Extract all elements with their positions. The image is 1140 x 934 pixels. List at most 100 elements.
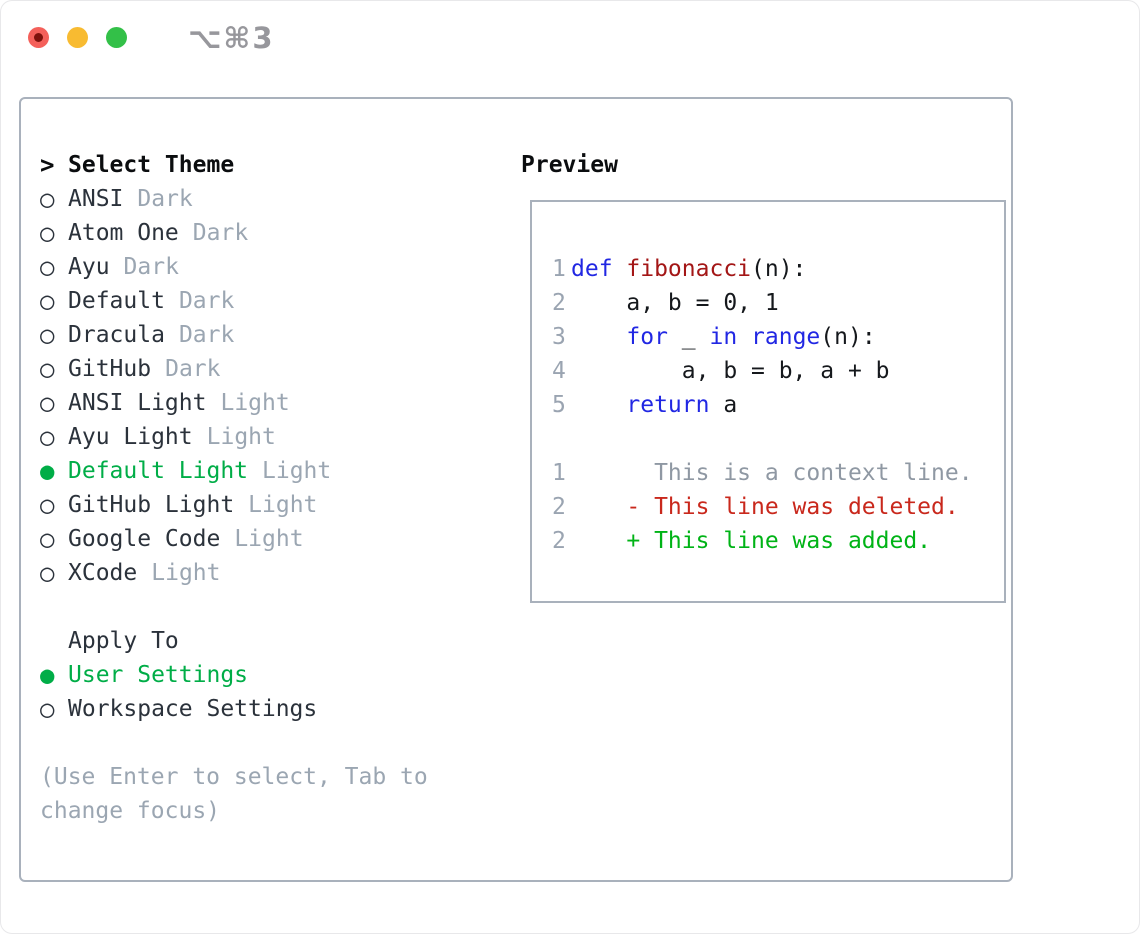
apply-to-options: ● User Settings ○ Workspace Settings <box>40 658 502 726</box>
line-number: 4 <box>552 358 566 384</box>
blank-line <box>552 422 1004 456</box>
theme-option[interactable]: ○ Google Code Light <box>40 522 502 556</box>
theme-variant-label: Dark <box>123 254 179 280</box>
line-number: 2 <box>552 494 566 520</box>
titlebar: ⌥⌘3 <box>0 0 1140 75</box>
radio-icon: ○ <box>40 525 55 553</box>
apply-to-option[interactable]: ● User Settings <box>40 658 502 692</box>
code-text: a, b = 0, 1 <box>571 290 779 316</box>
theme-variant-label: Dark <box>178 288 235 314</box>
line-number: 1 <box>552 256 566 282</box>
line-number: 5 <box>552 392 566 418</box>
radio-icon: ○ <box>40 253 55 281</box>
theme-name: ANSI <box>68 186 124 212</box>
theme-name: Ayu <box>68 254 110 280</box>
theme-variant-label: Light <box>220 390 290 416</box>
line-number: 1 <box>552 460 566 486</box>
theme-name: GitHub <box>68 356 152 382</box>
radio-icon: ○ <box>40 423 55 451</box>
radio-icon: ○ <box>40 287 55 315</box>
line-number: 3 <box>552 324 566 350</box>
theme-variant-label: Light <box>234 526 304 552</box>
preview-heading-label: Preview <box>521 152 618 178</box>
apply-to-option-label: Workspace Settings <box>68 696 318 722</box>
code-text: for _ in range(n): <box>626 324 876 350</box>
code-text: def fibonacci(n): <box>571 256 807 282</box>
theme-name: ANSI Light <box>68 390 207 416</box>
radio-icon: ○ <box>40 695 55 723</box>
theme-option[interactable]: ○ XCode Light <box>40 556 502 590</box>
line-number: 2 <box>552 290 566 316</box>
theme-name: Default <box>68 288 165 314</box>
apply-to-group: Apply To ● User Settings ○ Workspace Settin… <box>40 624 502 726</box>
diff-text: + This line was added. <box>571 528 932 554</box>
theme-name: XCode <box>68 560 138 586</box>
code-line: 3 for _ in range(n): <box>552 320 1004 354</box>
theme-variant-label: Dark <box>137 186 193 212</box>
radio-icon: ○ <box>40 321 55 349</box>
radio-icon: ○ <box>40 219 55 247</box>
theme-name: Atom One <box>68 220 179 246</box>
preview-heading: Preview <box>521 148 1011 182</box>
theme-option[interactable]: ○ Default Dark <box>40 284 502 318</box>
theme-option[interactable]: ○ ANSI Dark <box>40 182 502 216</box>
select-theme-heading-label: Select Theme <box>68 152 235 178</box>
window-title-shortcut: ⌥⌘3 <box>188 20 275 55</box>
code-line: 5 return a <box>552 388 1004 422</box>
theme-variant-label: Light <box>262 458 332 484</box>
radio-icon: ○ <box>40 389 55 417</box>
code-line: 4 a, b = b, a + b <box>552 354 1004 388</box>
radio-selected-icon: ● <box>40 457 55 485</box>
theme-option[interactable]: ○ Ayu Light Light <box>40 420 502 454</box>
theme-option[interactable]: ○ GitHub Dark <box>40 352 502 386</box>
theme-name: Dracula <box>68 322 165 348</box>
theme-name: Google Code <box>68 526 221 552</box>
code-text: a, b = b, a + b <box>571 358 890 384</box>
diff-text: This is a context line. <box>571 460 973 486</box>
diff-line-deleted: 2 - This line was deleted. <box>552 490 1004 524</box>
theme-variant-label: Light <box>206 424 276 450</box>
close-button-icon[interactable] <box>28 27 49 48</box>
radio-selected-icon: ● <box>40 661 55 689</box>
radio-icon: ○ <box>40 355 55 383</box>
radio-icon: ○ <box>40 185 55 213</box>
theme-variant-label: Dark <box>165 356 221 382</box>
theme-variant-label: Dark <box>192 220 249 246</box>
apply-to-option[interactable]: ○ Workspace Settings <box>40 692 502 726</box>
code-line: 2 a, b = 0, 1 <box>552 286 1004 320</box>
apply-to-heading: Apply To <box>40 624 502 658</box>
minimize-button-icon[interactable] <box>67 27 88 48</box>
theme-option[interactable]: ○ Ayu Dark <box>40 250 502 284</box>
apply-to-option-label: User Settings <box>68 662 249 688</box>
theme-option[interactable]: ● Default Light Light <box>40 454 502 488</box>
select-theme-heading: > Select Theme <box>40 148 502 182</box>
diff-text: - This line was deleted. <box>571 494 959 520</box>
theme-option[interactable]: ○ Atom One Dark <box>40 216 502 250</box>
theme-name: Ayu Light <box>68 424 193 450</box>
theme-variant-label: Light <box>248 492 318 518</box>
apply-to-heading-label: Apply To <box>68 628 179 654</box>
zoom-button-icon[interactable] <box>106 27 127 48</box>
theme-variant-label: Light <box>151 560 221 586</box>
radio-icon: ○ <box>40 491 55 519</box>
keyboard-hint: (Use Enter to select, Tab to change focu… <box>40 764 428 824</box>
diff-line-added: 2 + This line was added. <box>552 524 1004 558</box>
theme-option[interactable]: ○ ANSI Light Light <box>40 386 502 420</box>
code-text: return a <box>626 392 738 418</box>
diff-line-context: 1 This is a context line. <box>552 456 1004 490</box>
theme-name: Default Light <box>68 458 249 484</box>
radio-icon: ○ <box>40 559 55 587</box>
theme-name: GitHub Light <box>68 492 235 518</box>
theme-option[interactable]: ○ GitHub Light Light <box>40 488 502 522</box>
line-number: 2 <box>552 528 566 554</box>
cursor-icon: > <box>40 151 55 179</box>
